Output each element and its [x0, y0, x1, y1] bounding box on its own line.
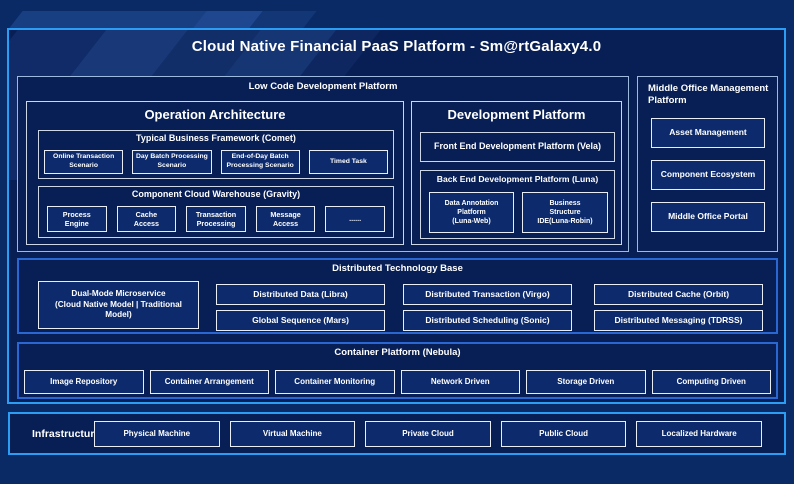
node-distributed-scheduling: Distributed Scheduling (Sonic)	[403, 310, 572, 331]
node-image-repository: Image Repository	[24, 370, 144, 394]
node-container-arrangement: Container Arrangement	[149, 370, 269, 394]
back-end-title: Back End Development Platform (Luna)	[436, 174, 599, 184]
container-platform-section: Container Platform (Nebula) Image Reposi…	[17, 342, 778, 399]
node-message-access: Message Access	[255, 206, 316, 232]
node-data-annotation-platform: Data Annotation Platform (Luna-Web)	[429, 192, 514, 233]
node-distributed-data: Distributed Data (Libra)	[216, 284, 385, 305]
operation-architecture-title: Operation Architecture	[144, 107, 286, 122]
node-component-ecosystem: Component Ecosystem	[651, 160, 765, 190]
development-platform-title: Development Platform	[447, 107, 586, 122]
page-title: Cloud Native Financial PaaS Platform - S…	[191, 38, 602, 55]
cloud-warehouse-title: Component Cloud Warehouse (Gravity)	[131, 189, 301, 199]
development-platform-box: Development Platform Front End Developme…	[411, 101, 622, 245]
node-public-cloud: Public Cloud	[500, 421, 627, 447]
container-platform-row: Image Repository Container Arrangement C…	[24, 370, 771, 394]
node-distributed-cache: Distributed Cache (Orbit)	[594, 284, 763, 305]
low-code-development-platform-section: Low Code Development Platform Operation …	[17, 76, 629, 252]
distributed-base-title: Distributed Technology Base	[332, 263, 463, 274]
node-cache-access: Cache Access	[116, 206, 177, 232]
infrastructure-row: Physical Machine Virtual Machine Private…	[94, 421, 762, 447]
business-framework-title: Typical Business Framework (Comet)	[136, 133, 296, 143]
node-dual-mode-microservice: Dual-Mode Microservice (Cloud Native Mod…	[38, 281, 199, 329]
low-code-title: Low Code Development Platform	[248, 81, 398, 92]
node-transaction-processing: Transaction Processing	[186, 206, 246, 232]
infrastructure-section: Infrastructure Physical Machine Virtual …	[8, 412, 786, 455]
node-storage-driven: Storage Driven	[526, 370, 646, 394]
typical-business-framework-box: Typical Business Framework (Comet) Onlin…	[38, 130, 394, 179]
bg-streak	[9, 11, 263, 28]
node-computing-driven: Computing Driven	[651, 370, 771, 394]
node-localized-hardware: Localized Hardware	[636, 421, 762, 447]
node-day-batch-processing-scenario: Day Batch Processing Scenario	[132, 150, 212, 174]
bg-streak	[193, 11, 317, 28]
node-online-transaction-scenario: Online Transaction Scenario	[44, 150, 124, 174]
node-business-structure-ide: Business Structure IDE(Luna-Robin)	[522, 192, 608, 233]
node-container-monitoring: Container Monitoring	[275, 370, 395, 394]
node-process-engine: Process Engine	[47, 206, 107, 232]
node-distributed-messaging: Distributed Messaging (TDRSS)	[594, 310, 763, 331]
main-panel: Cloud Native Financial PaaS Platform - S…	[7, 28, 786, 404]
container-platform-title: Container Platform (Nebula)	[334, 347, 461, 358]
node-middle-office-portal: Middle Office Portal	[651, 202, 765, 232]
business-framework-row: Online Transaction Scenario Day Batch Pr…	[44, 150, 388, 174]
node-virtual-machine: Virtual Machine	[229, 421, 356, 447]
cloud-warehouse-row: Process Engine Cache Access Transaction …	[47, 206, 385, 232]
back-end-development-platform-box: Back End Development Platform (Luna) Dat…	[420, 170, 615, 239]
node-ellipsis: ......	[325, 206, 385, 232]
node-physical-machine: Physical Machine	[94, 421, 220, 447]
infrastructure-title: Infrastructure	[32, 427, 101, 440]
operation-architecture-box: Operation Architecture Typical Business …	[26, 101, 404, 245]
node-network-driven: Network Driven	[400, 370, 520, 394]
node-end-of-day-batch-processing-scenario: End-of-Day Batch Processing Scenario	[220, 150, 300, 174]
node-private-cloud: Private Cloud	[365, 421, 491, 447]
node-distributed-transaction: Distributed Transaction (Virgo)	[403, 284, 572, 305]
node-global-sequence: Global Sequence (Mars)	[216, 310, 385, 331]
node-timed-task: Timed Task	[308, 150, 388, 174]
distributed-technology-base-section: Distributed Technology Base Dual-Mode Mi…	[17, 258, 778, 334]
node-asset-management: Asset Management	[651, 118, 765, 148]
middle-office-management-platform-section: Middle Office Management Platform Asset …	[637, 76, 778, 252]
node-front-end-development-platform: Front End Development Platform (Vela)	[420, 132, 615, 162]
middle-office-title: Middle Office Management Platform	[648, 83, 769, 107]
component-cloud-warehouse-box: Component Cloud Warehouse (Gravity) Proc…	[38, 186, 394, 238]
